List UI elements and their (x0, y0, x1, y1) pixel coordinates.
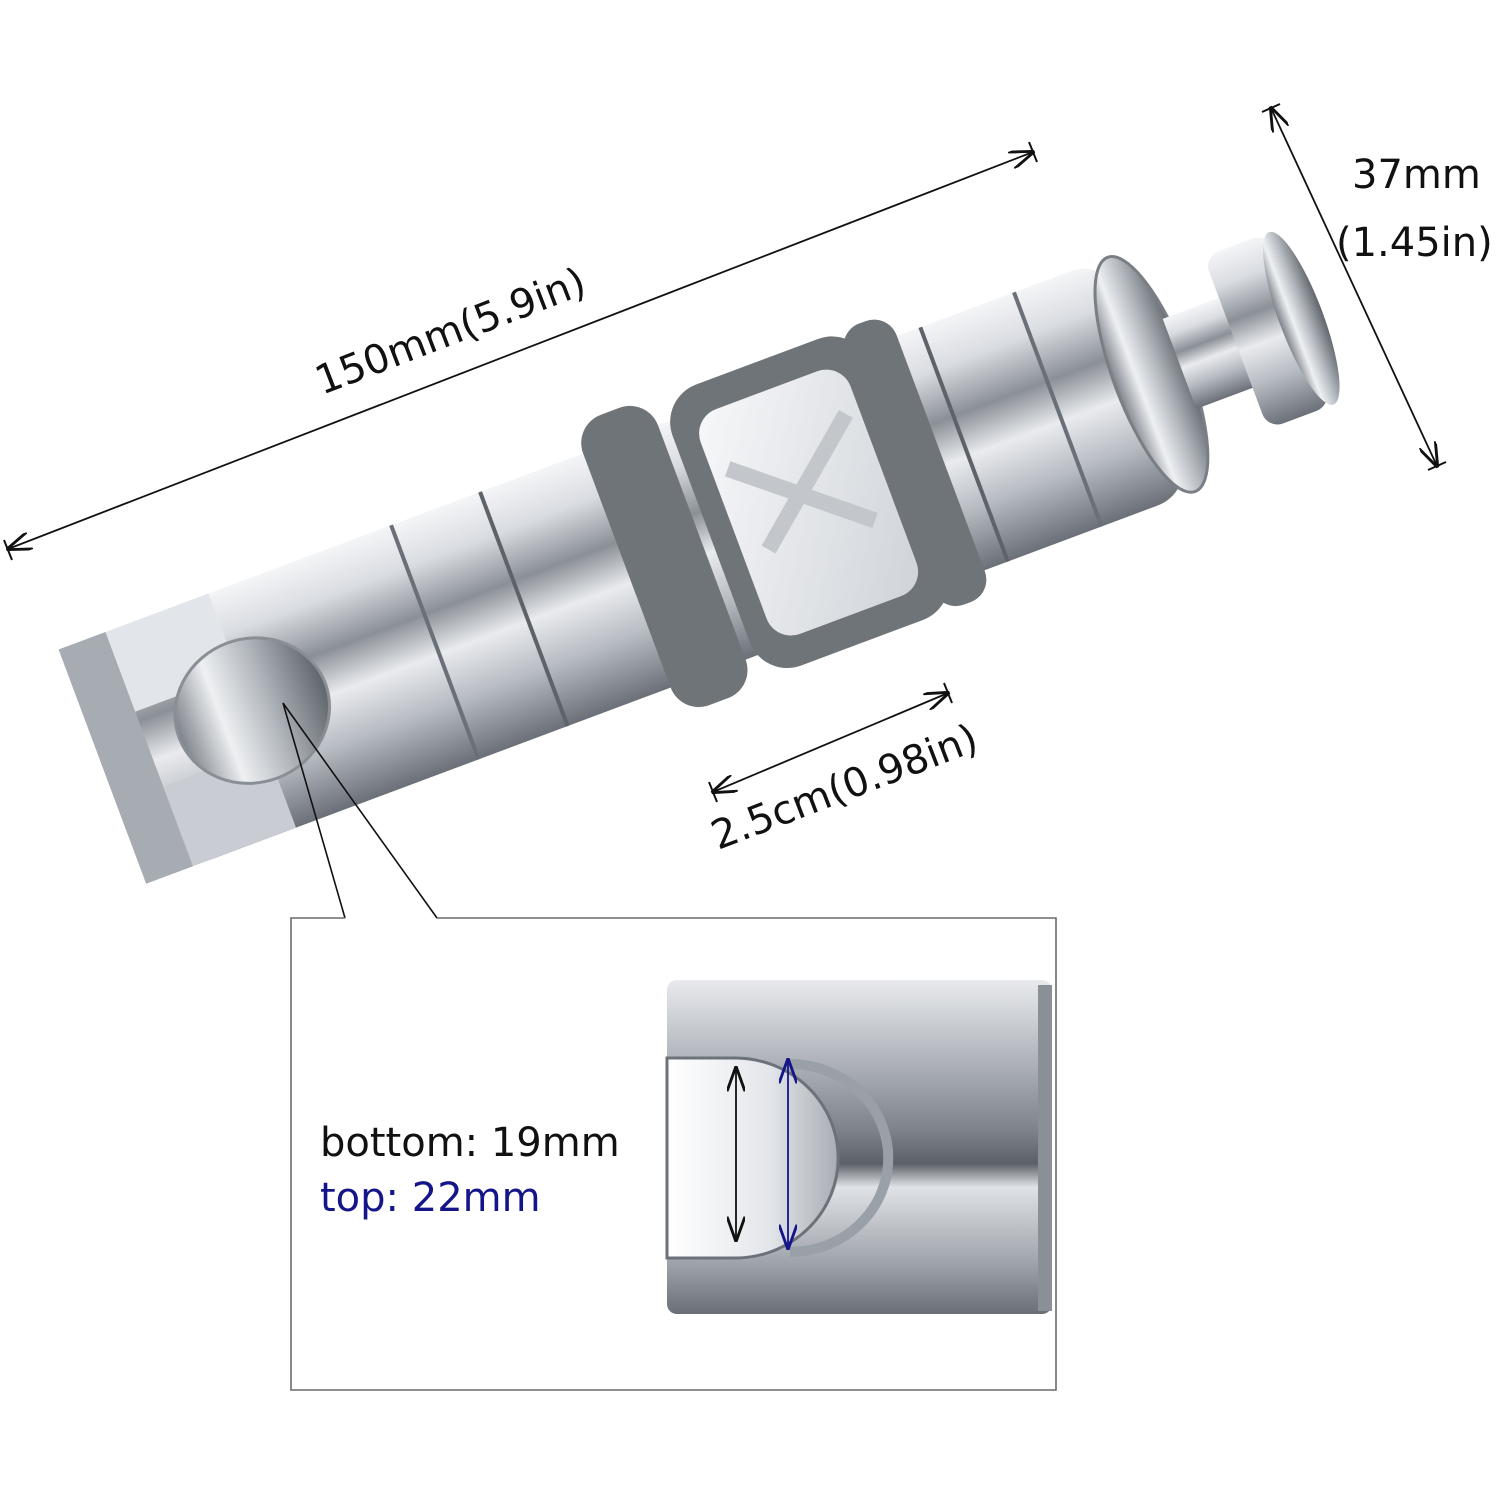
slot-tick-left (708, 781, 718, 803)
top-diameter-label: top: 22mm (320, 1175, 541, 1221)
inset-holder-band (1038, 985, 1052, 1311)
body-seam (389, 524, 481, 761)
length-tick-left (3, 539, 13, 561)
knob-dimension-line (1271, 108, 1437, 466)
cradle-front-face (58, 632, 193, 884)
shower-slider-bracket (58, 231, 1340, 884)
inset-holder (665, 980, 1052, 1314)
slot-dimension-line (713, 693, 948, 792)
knob-tick-top (1261, 103, 1281, 113)
inset-inner-shadow (789, 1059, 894, 1257)
knob-label-line2: (1.45in) (1336, 220, 1493, 266)
knob-tick-bottom (1427, 461, 1447, 471)
holder-cradle (58, 593, 332, 884)
length-dimension-line (8, 152, 1033, 549)
slot-tick-right (943, 682, 953, 704)
length-tick-right (1028, 141, 1038, 163)
callout-leader (282, 702, 438, 919)
length-label: 150mm(5.9in) (309, 259, 592, 404)
cradle-cup (173, 636, 332, 785)
knob-label-line1: 37mm (1352, 152, 1481, 198)
bottom-diameter-label: bottom: 19mm (320, 1120, 620, 1166)
inset-frame (290, 917, 1057, 1391)
